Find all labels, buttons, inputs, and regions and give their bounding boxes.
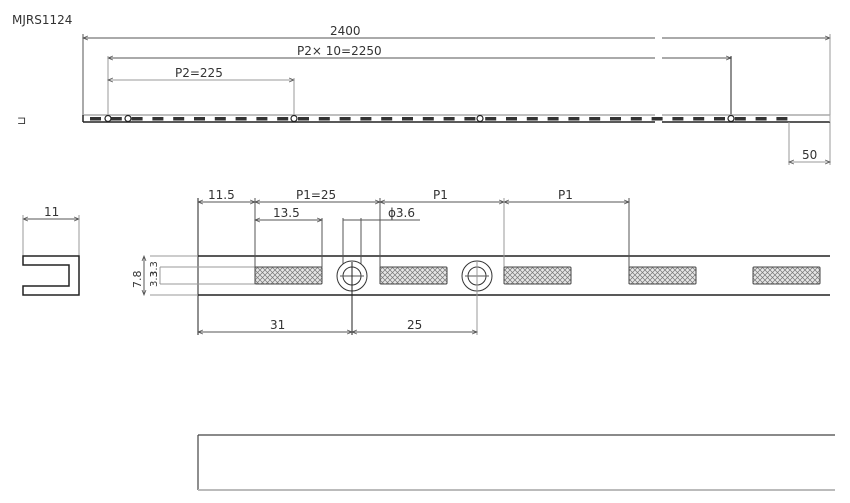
hole-pitch-label: 25 [407,318,422,332]
slot-height-upper-label: 3.3 [149,261,160,277]
hole-offset-label: 31 [270,318,285,332]
slot-height-lower-label: 3.3 [149,271,160,287]
end-offset-label: 50 [802,148,817,162]
slot-length-label: 13.5 [273,206,300,220]
top-view: 2400 P2× 10=2250 P2=225 50 ⊐ [17,24,830,165]
overall-length-label: 2400 [330,24,361,38]
pitch-label: P1=25 [296,188,336,202]
hole-diameter-label: ϕ3.6 [388,206,415,220]
side-view [197,434,835,491]
pitch-repeat-2-label: P1 [558,188,573,202]
section-width-label: 11 [44,205,59,219]
pitch-single-label: P2=225 [175,66,223,80]
rail-slots [90,114,788,123]
edge-offset-label: 11.5 [208,188,235,202]
detail-view: 11.5 P1=25 P1 P1 13.5 ϕ3.6 7.8 3.3 3.3 [131,188,830,335]
height-label: 7.8 [131,271,144,289]
section-symbol-icon: ⊐ [17,114,26,127]
section-view: 11 [23,205,79,296]
pitch-repeat-1-label: P1 [433,188,448,202]
part-number-title: MJRS1124 [12,13,72,27]
pitch-total-label: P2× 10=2250 [297,44,382,58]
